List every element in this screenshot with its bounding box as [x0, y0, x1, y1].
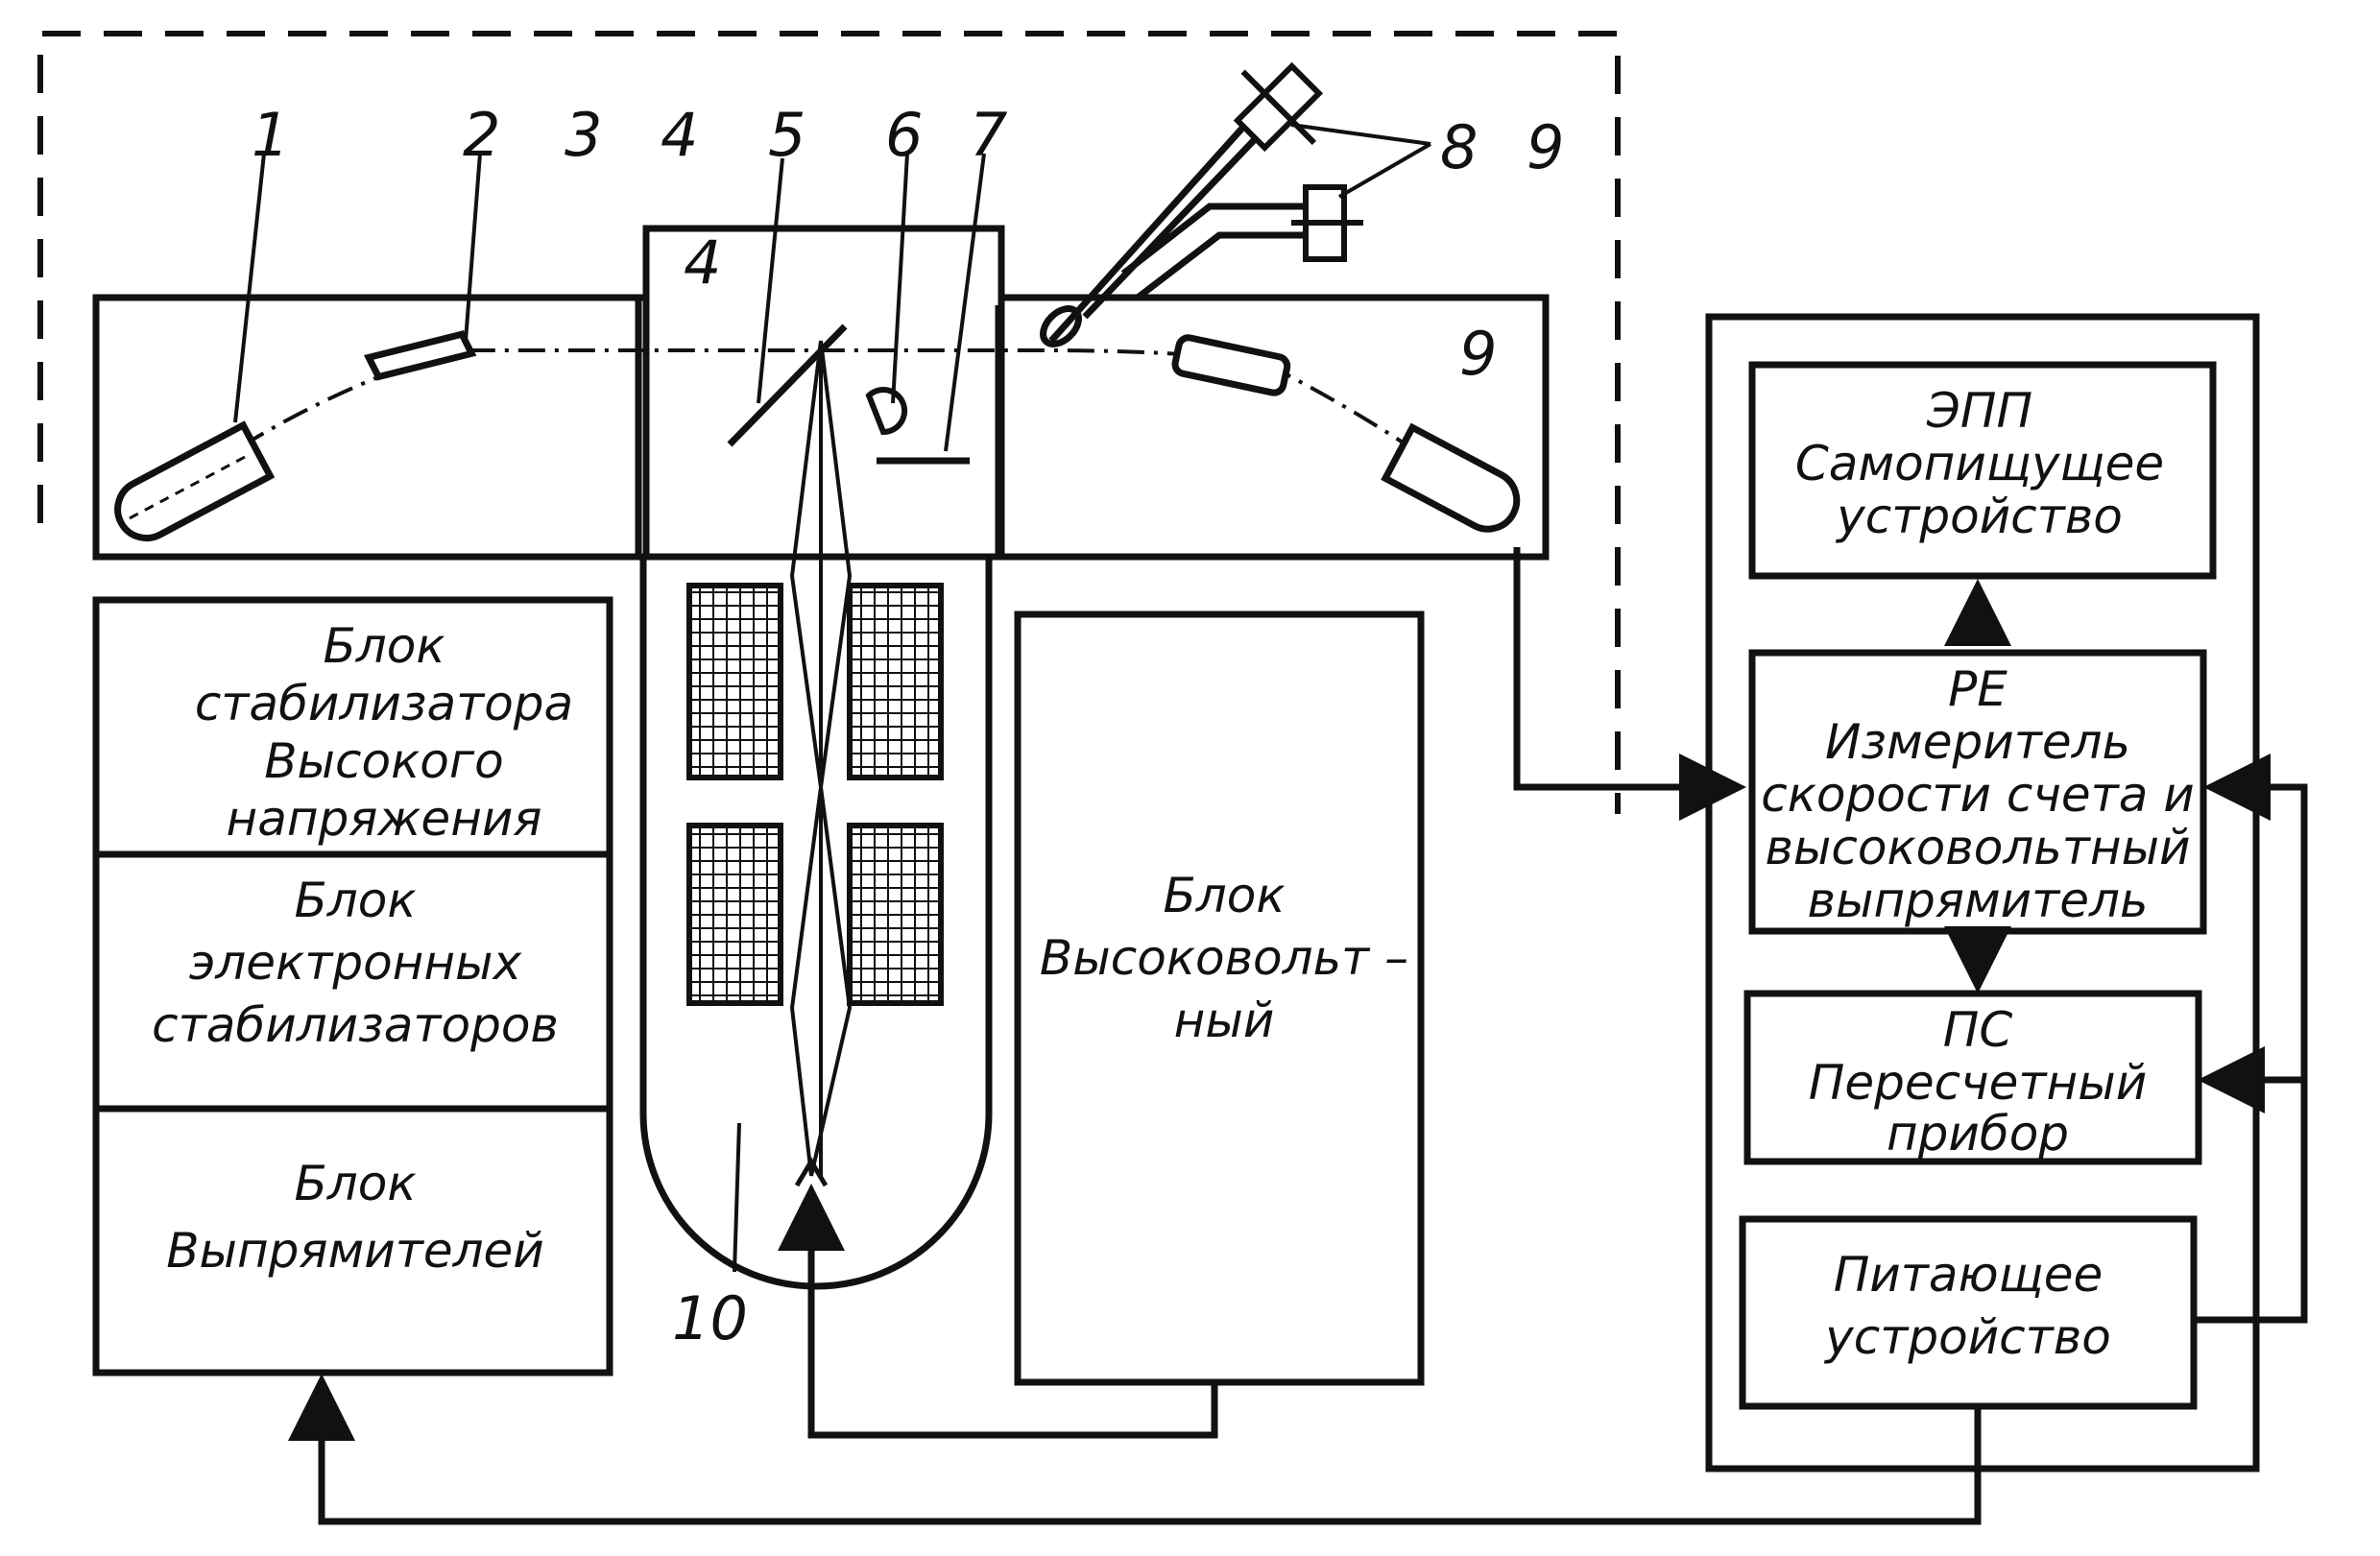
svg-text:ный: ный	[1174, 993, 1275, 1048]
label-4: 4	[661, 100, 698, 170]
power-supply-label: Питающее устройство	[1823, 1247, 2111, 1365]
label-2: 2	[463, 100, 500, 170]
right-crystal	[1171, 334, 1291, 396]
label-4-housing: 4	[684, 227, 721, 298]
label-8-leader	[1290, 123, 1432, 199]
left-block-stack	[92, 596, 613, 1376]
label-9-housing: 9	[1459, 319, 1497, 389]
magnetic-lens-coils	[686, 583, 944, 1006]
hv-stabilizer-label: Блок стабилизатора Высокого напряжения	[195, 618, 573, 847]
svg-text:РЕ: РЕ	[1948, 661, 2007, 717]
svg-text:Выпрямителей: Выпрямителей	[166, 1223, 544, 1279]
svg-text:Питающее: Питающее	[1834, 1247, 2104, 1303]
electronic-stabilizers-label: Блок электронных стабилизаторов	[152, 873, 559, 1053]
half-disc-element	[865, 387, 908, 436]
svg-text:напряжения: напряжения	[227, 791, 542, 847]
focus-marker	[794, 1157, 829, 1187]
svg-text:прибор: прибор	[1887, 1106, 2069, 1161]
label-9: 9	[1527, 112, 1564, 182]
svg-text:ЭПП: ЭПП	[1926, 383, 2032, 439]
mirror-element	[727, 323, 848, 447]
svg-text:стабилизатора: стабилизатора	[195, 676, 573, 731]
svg-text:ПС: ПС	[1943, 1002, 2013, 1058]
svg-text:устройство: устройство	[1823, 1309, 2111, 1365]
svg-text:Высоковольт –: Высоковольт –	[1040, 930, 1408, 986]
label-6: 6	[885, 100, 923, 170]
svg-text:Измеритель: Измеритель	[1825, 714, 2130, 770]
label-7: 7	[970, 100, 1007, 170]
svg-text:высоковольтный: высоковольтный	[1765, 820, 2190, 875]
right-counter-tube	[1381, 422, 1521, 533]
clamp-lower	[1291, 184, 1363, 262]
svg-text:Самопищущее: Самопищущее	[1795, 436, 2164, 491]
connection-lines	[288, 547, 2308, 1525]
left-counter-tube	[114, 420, 276, 541]
label-3: 3	[565, 100, 602, 170]
label-1: 1	[252, 100, 289, 170]
callout-leaders	[233, 153, 986, 1273]
svg-text:Высокого: Высокого	[264, 733, 504, 789]
left-crystal	[363, 330, 477, 381]
svg-text:Пересчетный: Пересчетный	[1809, 1055, 2147, 1111]
re-ratemeter-label: РЕ Измеритель скорости счета и высоковол…	[1761, 661, 2195, 928]
label-8: 8	[1440, 112, 1478, 182]
ps-scaler-label: ПС Пересчетный прибор	[1809, 1002, 2147, 1161]
svg-text:Блок: Блок	[294, 1156, 416, 1211]
svg-text:Блок: Блок	[323, 618, 445, 674]
label-5: 5	[768, 100, 805, 170]
epp-recorder-label: ЭПП Самопищущее устройство	[1795, 383, 2164, 544]
clamp-upper	[1233, 61, 1324, 153]
svg-text:электронных: электронных	[189, 935, 522, 991]
rectifiers-label: Блок Выпрямителей	[166, 1156, 544, 1279]
svg-text:выпрямитель: выпрямитель	[1808, 873, 2149, 928]
svg-text:скорости счета и: скорости счета и	[1761, 767, 2195, 823]
beam-path	[156, 348, 1500, 511]
svg-text:Блок: Блок	[1163, 868, 1285, 923]
label-10: 10	[672, 1283, 748, 1353]
high-voltage-block	[1014, 610, 1425, 1386]
svg-text:стабилизаторов: стабилизаторов	[152, 997, 559, 1053]
high-voltage-label: Блок Высоковольт – ный	[1040, 868, 1408, 1048]
svg-text:Блок: Блок	[294, 873, 416, 928]
optics-column	[639, 557, 993, 1290]
svg-text:устройство: устройство	[1835, 489, 2123, 544]
electron-beam	[789, 340, 853, 1177]
